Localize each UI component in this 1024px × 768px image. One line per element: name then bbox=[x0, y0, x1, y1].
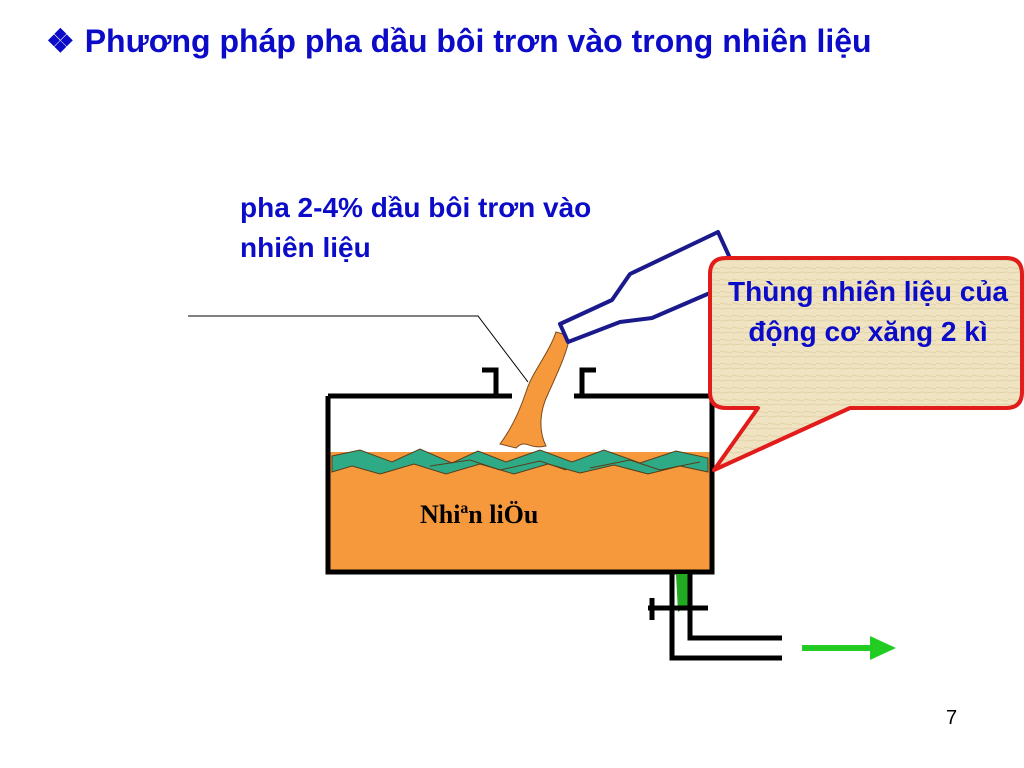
tank-walls bbox=[325, 367, 715, 575]
callout-text: pha 2-4% dầu bôi trơn vào nhiên liệu bbox=[240, 192, 592, 263]
slide-title: ❖Phương pháp pha dầu bôi trơn vào trong … bbox=[46, 18, 1006, 64]
speech-bubble bbox=[708, 256, 1024, 472]
speech-bubble-text: Thùng nhiên liệu của động cơ xăng 2 kì bbox=[728, 276, 1008, 347]
fuel-surface-waves bbox=[331, 448, 709, 475]
oil-stream bbox=[499, 331, 571, 449]
diamond-bullet-icon: ❖ bbox=[46, 23, 75, 59]
callout-leader-line bbox=[188, 315, 529, 383]
drain-pipe bbox=[648, 574, 782, 661]
page-number: 7 bbox=[946, 707, 958, 729]
flow-arrow-icon bbox=[802, 636, 896, 660]
fuel-label: Nhiªn liÖu bbox=[420, 500, 539, 529]
slide-title-text: Phương pháp pha dầu bôi trơn vào trong n… bbox=[84, 23, 872, 59]
